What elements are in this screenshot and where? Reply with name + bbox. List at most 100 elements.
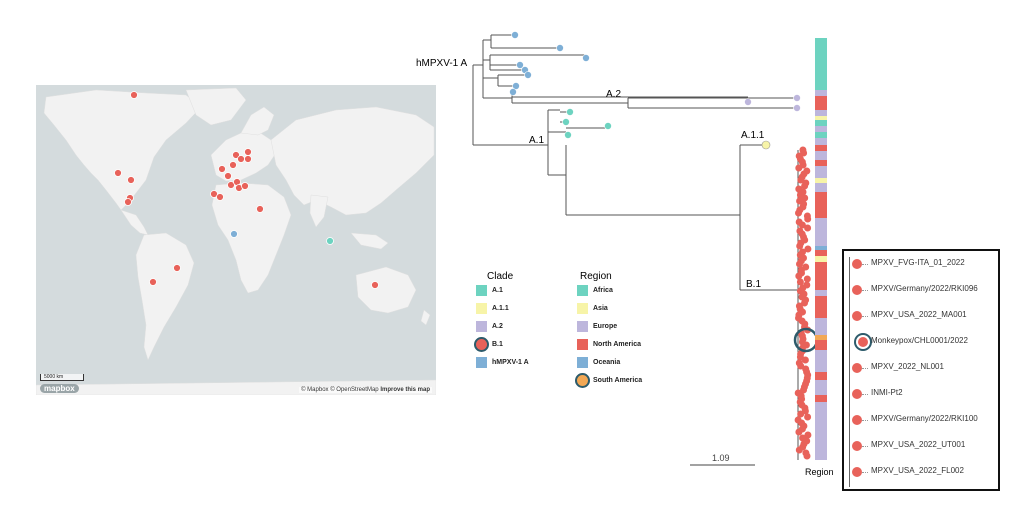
sequence-leader-line (862, 368, 868, 369)
sequence-tip-dot (852, 467, 862, 477)
legend-region-swatch (577, 375, 588, 386)
legend-clade-label: hMPXV-1 A (492, 359, 529, 366)
legend-region-swatch (577, 339, 588, 350)
map-canvas (36, 87, 436, 395)
region-strip-segment (815, 256, 827, 262)
map-point[interactable] (244, 155, 252, 163)
legend-region-swatch (577, 357, 588, 368)
asia-land (270, 106, 435, 216)
sequence-leader-line (862, 316, 868, 317)
map-point[interactable] (218, 165, 226, 173)
legend-clade-swatch (476, 339, 487, 350)
region-strip-segment (815, 335, 827, 340)
legend-clade-swatch (476, 357, 487, 368)
a1-tips (562, 108, 612, 139)
a2-tips (744, 94, 801, 112)
inset-sequence-row[interactable]: MPXV_USA_2022_FL002 (844, 465, 998, 479)
map-scale-bar: 5000 km (40, 374, 84, 381)
legend-region-label: South America (593, 377, 643, 384)
region-strip-segment (815, 110, 827, 116)
legend-region-title: Region (580, 271, 612, 282)
sequence-name: MPXV_USA_2022_MA001 (871, 310, 967, 319)
region-strip-segment (815, 120, 827, 126)
inset-sequence-row[interactable]: MPXV_USA_2022_UT001 (844, 439, 998, 453)
region-strip-segment (815, 340, 827, 350)
map-point[interactable] (114, 169, 122, 177)
sequence-name: Monkeypox/CHL0001/2022 (871, 336, 968, 345)
b1-tip (795, 428, 803, 436)
map-point[interactable] (241, 182, 249, 190)
map-point[interactable] (230, 230, 238, 238)
map-point[interactable] (256, 205, 264, 213)
legend-region-swatch (577, 285, 588, 296)
map-point[interactable] (210, 190, 218, 198)
sequence-tip-dot (852, 311, 862, 321)
map-point[interactable] (124, 198, 132, 206)
region-strip-segment (815, 192, 827, 218)
region-strip-segment (815, 132, 827, 138)
greenland-land (185, 87, 247, 126)
sequence-name: MPXV_USA_2022_UT001 (871, 440, 966, 449)
map-point[interactable] (127, 176, 135, 184)
b1-tip (795, 446, 803, 454)
b1-tip (801, 194, 809, 202)
region-strip-segment (815, 183, 827, 192)
sequence-tip-dot (852, 415, 862, 425)
map-point[interactable] (149, 278, 157, 286)
sequence-name: INMI-Pt2 (871, 388, 903, 397)
region-strip-segment (815, 318, 827, 335)
sequence-leader-line (862, 472, 868, 473)
map-point[interactable] (224, 172, 232, 180)
inset-sequence-row[interactable]: MPXV/Germany/2022/RKI100 (844, 413, 998, 427)
legend-region-label: Africa (593, 287, 613, 294)
inset-sequence-row[interactable]: Monkeypox/CHL0001/2022 (844, 335, 998, 349)
map-point[interactable] (229, 161, 237, 169)
map-point[interactable] (371, 281, 379, 289)
b1-tip (801, 356, 809, 364)
b1-tip (795, 164, 803, 172)
sequence-name: MPXV_FVG-ITA_01_2022 (871, 258, 965, 267)
map-point[interactable] (326, 237, 334, 245)
region-strip-segment (815, 380, 827, 395)
b1-tip (798, 221, 806, 229)
improve-map-link[interactable]: Improve this map (380, 387, 430, 393)
map-point[interactable] (173, 264, 181, 272)
legend-clade-swatch (476, 303, 487, 314)
b1-tip (796, 260, 803, 268)
india-land (309, 194, 329, 228)
clade-label-a2: A.2 (606, 89, 622, 100)
inset-sequence-row[interactable]: MPXV_FVG-ITA_01_2022 (844, 257, 998, 271)
map-attribution[interactable]: © Mapbox © OpenStreetMap Improve this ma… (299, 387, 432, 393)
world-map[interactable]: 5000 km mapbox © Mapbox © OpenStreetMap … (36, 85, 436, 395)
b1-tip (804, 215, 812, 223)
b1-tip (801, 182, 809, 190)
sequence-tip-dot (852, 363, 862, 373)
map-point[interactable] (227, 181, 235, 189)
map-point[interactable] (232, 151, 240, 159)
b1-tip (803, 275, 811, 283)
clade-label-a11: A.1.1 (741, 130, 765, 141)
b1-tip (803, 452, 811, 460)
sequence-name: MPXV/Germany/2022/RKI100 (871, 414, 978, 423)
region-strip-segment (815, 395, 827, 402)
clade-label-a1: A.1 (529, 135, 545, 146)
region-strip-segment (815, 296, 827, 318)
map-point[interactable] (216, 193, 224, 201)
inset-sequence-row[interactable]: INMI-Pt2 (844, 387, 998, 401)
sequence-tip-dot (852, 441, 862, 451)
inset-sequence-row[interactable]: MPXV/Germany/2022/RKI096 (844, 283, 998, 297)
australia-land (355, 266, 417, 314)
region-strip-segment (815, 290, 827, 296)
inset-sequence-row[interactable]: MPXV_2022_NL001 (844, 361, 998, 375)
mapbox-logo: mapbox (40, 384, 79, 393)
map-point[interactable] (130, 91, 138, 99)
hmpxv-tips (509, 31, 590, 96)
b1-tip (795, 272, 803, 280)
region-strip-segment (815, 126, 827, 132)
clade-label-b1: B.1 (746, 279, 762, 290)
inset-sequence-row[interactable]: MPXV_USA_2022_MA001 (844, 309, 998, 323)
clade-label-hmpxv: hMPXV-1 A (416, 58, 468, 69)
legend-clade-title: Clade (487, 271, 514, 282)
region-strip-segment (815, 402, 827, 460)
sequence-name: MPXV_USA_2022_FL002 (871, 466, 964, 475)
